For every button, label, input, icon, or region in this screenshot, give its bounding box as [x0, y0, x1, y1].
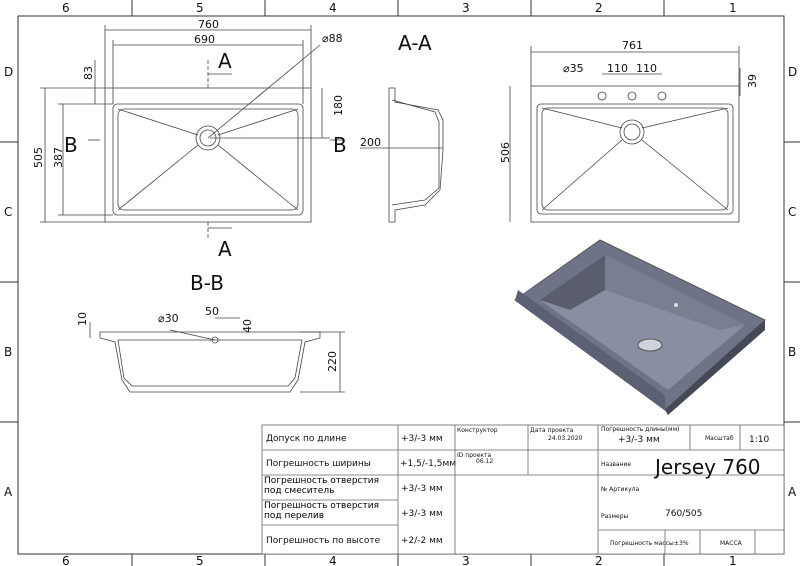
dim-overall-width: 505 [32, 147, 45, 168]
dim-inner-length: 690 [194, 33, 215, 46]
dim-depth: 200 [360, 136, 381, 149]
sink-3d-render [514, 239, 766, 415]
name-label: Название [601, 461, 631, 468]
tol-label-height: Погрешность по высоте [266, 536, 381, 546]
tol-value-mixer-hole: +3/-3 мм [401, 484, 443, 494]
zone-col-1-bottom: 1 [729, 554, 737, 566]
tol-label-overflow-hole: Погрешность отверстия под перелив [264, 501, 379, 521]
dim-right-width: 506 [499, 142, 512, 163]
dim-right-length: 761 [622, 39, 643, 52]
dim-tap-spacing-2: 110 [636, 62, 657, 75]
dim-tap-diameter: ⌀35 [563, 62, 584, 75]
dim-tap-spacing-1: 110 [607, 62, 628, 75]
tol-label-width: Погрешность ширины [266, 459, 371, 469]
dim-overall-length: 760 [198, 18, 219, 31]
zone-row-d-right: D [788, 65, 797, 79]
mass-error-value: ±3% [674, 540, 689, 547]
date-value: 24.03.2020 [548, 435, 583, 442]
zone-col-3: 3 [462, 1, 470, 15]
dim-inner-width: 387 [52, 147, 65, 168]
dim-overflow-height: 40 [241, 319, 254, 333]
section-bb-profile [89, 317, 345, 393]
tol-label-length: Допуск по длине [266, 434, 347, 444]
dim-top-offset: 83 [82, 66, 95, 80]
project-id-value: 06.12 [476, 458, 493, 465]
tol-value-overflow-hole: +3/-3 мм [401, 509, 443, 519]
zone-col-2-bottom: 2 [595, 554, 603, 566]
tol-value-width: +1,5/-1,5мм [400, 459, 456, 469]
top-view [40, 25, 345, 240]
size-value: 760/505 [665, 509, 702, 519]
tol-value-length: +3/-3 мм [401, 434, 443, 444]
top-view-dimensions: 760 690 83 ⌀88 180 505 387 A A B B [32, 18, 347, 261]
zone-row-c: C [4, 205, 12, 219]
section-mark-a-bottom: A [218, 237, 232, 261]
scale-value: 1:10 [749, 435, 769, 445]
zone-row-b-right: B [788, 345, 796, 359]
dim-overflow-offset: 50 [205, 305, 219, 318]
section-aa-profile [360, 87, 444, 223]
section-aa-title: A-A [398, 31, 432, 55]
zone-col-4: 4 [329, 1, 337, 15]
zone-col-6: 6 [62, 1, 70, 15]
zone-row-d: D [4, 65, 13, 79]
right-view-dimensions: 761 ⌀35 110 110 39 506 [499, 39, 759, 163]
section-bb-title: B-B [190, 271, 224, 295]
dim-drain-diameter: ⌀88 [322, 32, 343, 45]
section-bb-dimensions: ⌀30 50 40 10 220 [76, 305, 339, 372]
dim-drain-offset: 180 [332, 95, 345, 116]
zone-col-4-bottom: 4 [329, 554, 337, 566]
zone-col-2: 2 [595, 1, 603, 15]
article-label: № Артикула [601, 486, 639, 493]
zone-row-a-right: A [788, 485, 797, 499]
right-view [509, 46, 741, 223]
dim-height: 220 [326, 351, 339, 372]
zone-row-a: A [4, 485, 13, 499]
section-mark-a-top: A [218, 49, 232, 73]
dim-tap-offset: 39 [746, 74, 759, 88]
tol-label-mixer-hole: Погрешность отверстия под смеситель [264, 476, 379, 496]
dim-rim: 10 [76, 312, 89, 326]
date-label: Дата проекта [530, 427, 574, 434]
zone-col-3-bottom: 3 [462, 554, 470, 566]
zone-col-5-bottom: 5 [196, 554, 204, 566]
project-id-label: ID проекта [457, 452, 492, 459]
dim-overflow-diameter: ⌀30 [158, 312, 179, 325]
title-block: Допуск по длине +3/-3 мм Погрешность шир… [261, 424, 785, 555]
tol-value-height: +2/-2 мм [401, 536, 443, 546]
zone-row-b: B [4, 345, 12, 359]
designer-label: Конструктор [457, 427, 498, 434]
mass-label: МАССА [720, 540, 743, 547]
length-error-label: Погрешность длины(мм) [601, 426, 679, 433]
size-label: Размеры [601, 513, 629, 520]
zone-row-c-right: C [788, 205, 796, 219]
scale-label: Масштаб [705, 435, 734, 442]
mass-error-label: Погрешность массы [610, 540, 674, 547]
length-error-value: +3/-3 мм [618, 435, 660, 445]
zone-col-1: 1 [729, 1, 737, 15]
product-name: Jersey 760 [653, 455, 761, 479]
section-mark-b-right: B [333, 133, 347, 157]
zone-labels: 6 5 4 3 2 1 6 5 4 3 2 1 D C B A D C B A [4, 1, 797, 566]
section-mark-b-left: B [64, 133, 78, 157]
zone-col-6-bottom: 6 [62, 554, 70, 566]
zone-col-5: 5 [196, 1, 204, 15]
